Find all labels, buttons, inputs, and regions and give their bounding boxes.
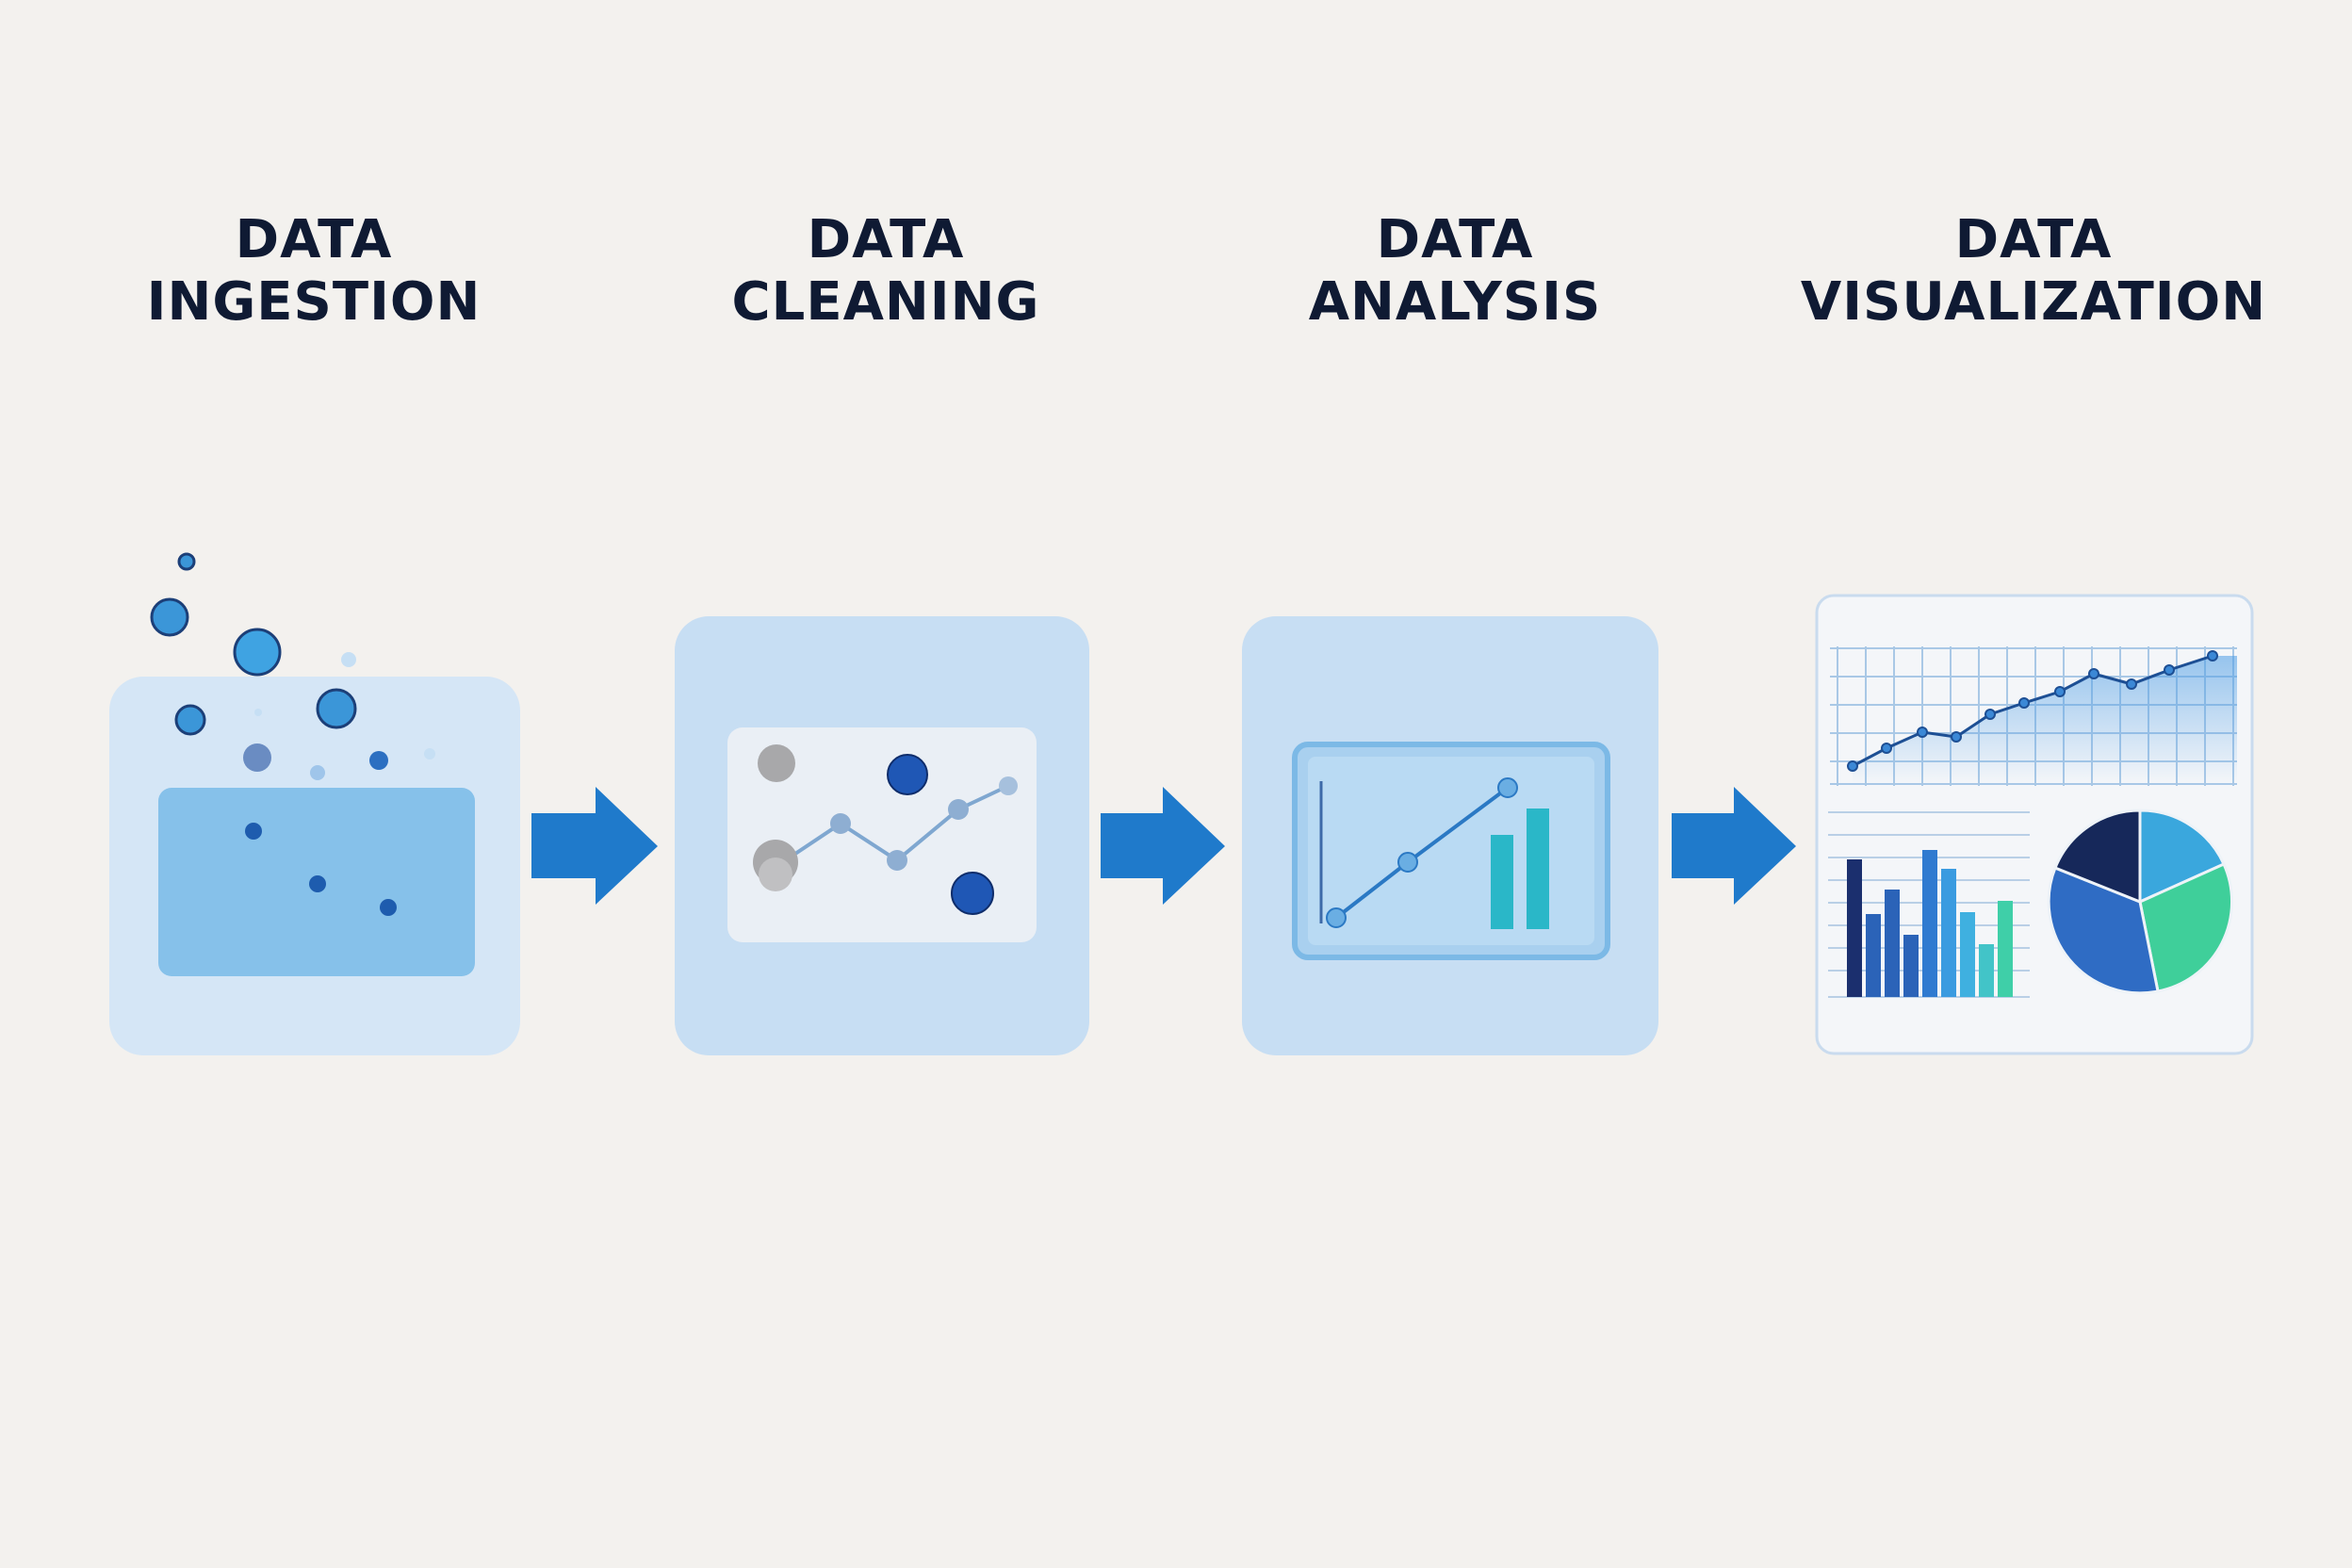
stage-title-analysis: DATA ANALYSIS <box>1210 209 1700 334</box>
stage-title-line1: DATA <box>1954 209 2113 270</box>
stage-title-line2: CLEANING <box>731 271 1040 333</box>
stage-title-ingestion: DATA INGESTION <box>69 209 559 334</box>
stage-title-line2: ANALYSIS <box>1308 271 1602 333</box>
data-cleaning-icon <box>675 616 1089 1055</box>
stage-title-line2: INGESTION <box>146 271 482 333</box>
arrow-right-icon <box>531 787 658 905</box>
stage-title-cleaning: DATA CLEANING <box>641 209 1131 334</box>
stage-title-line1: DATA <box>807 209 965 270</box>
dashboard-icon <box>1815 594 2254 1055</box>
data-analysis-icon <box>1242 616 1658 1055</box>
stage-title-line1: DATA <box>1376 209 1534 270</box>
stage-title-visualization: DATA VISUALIZATION <box>1788 209 2278 334</box>
stage-title-line2: VISUALIZATION <box>1800 271 2267 333</box>
stage-title-line1: DATA <box>235 209 393 270</box>
data-ingestion-icon <box>109 552 520 1055</box>
arrow-right-icon <box>1672 787 1796 905</box>
bar-chart-icon <box>1828 811 2030 998</box>
arrow-right-icon <box>1101 787 1225 905</box>
pie-chart-icon <box>2047 808 2234 995</box>
